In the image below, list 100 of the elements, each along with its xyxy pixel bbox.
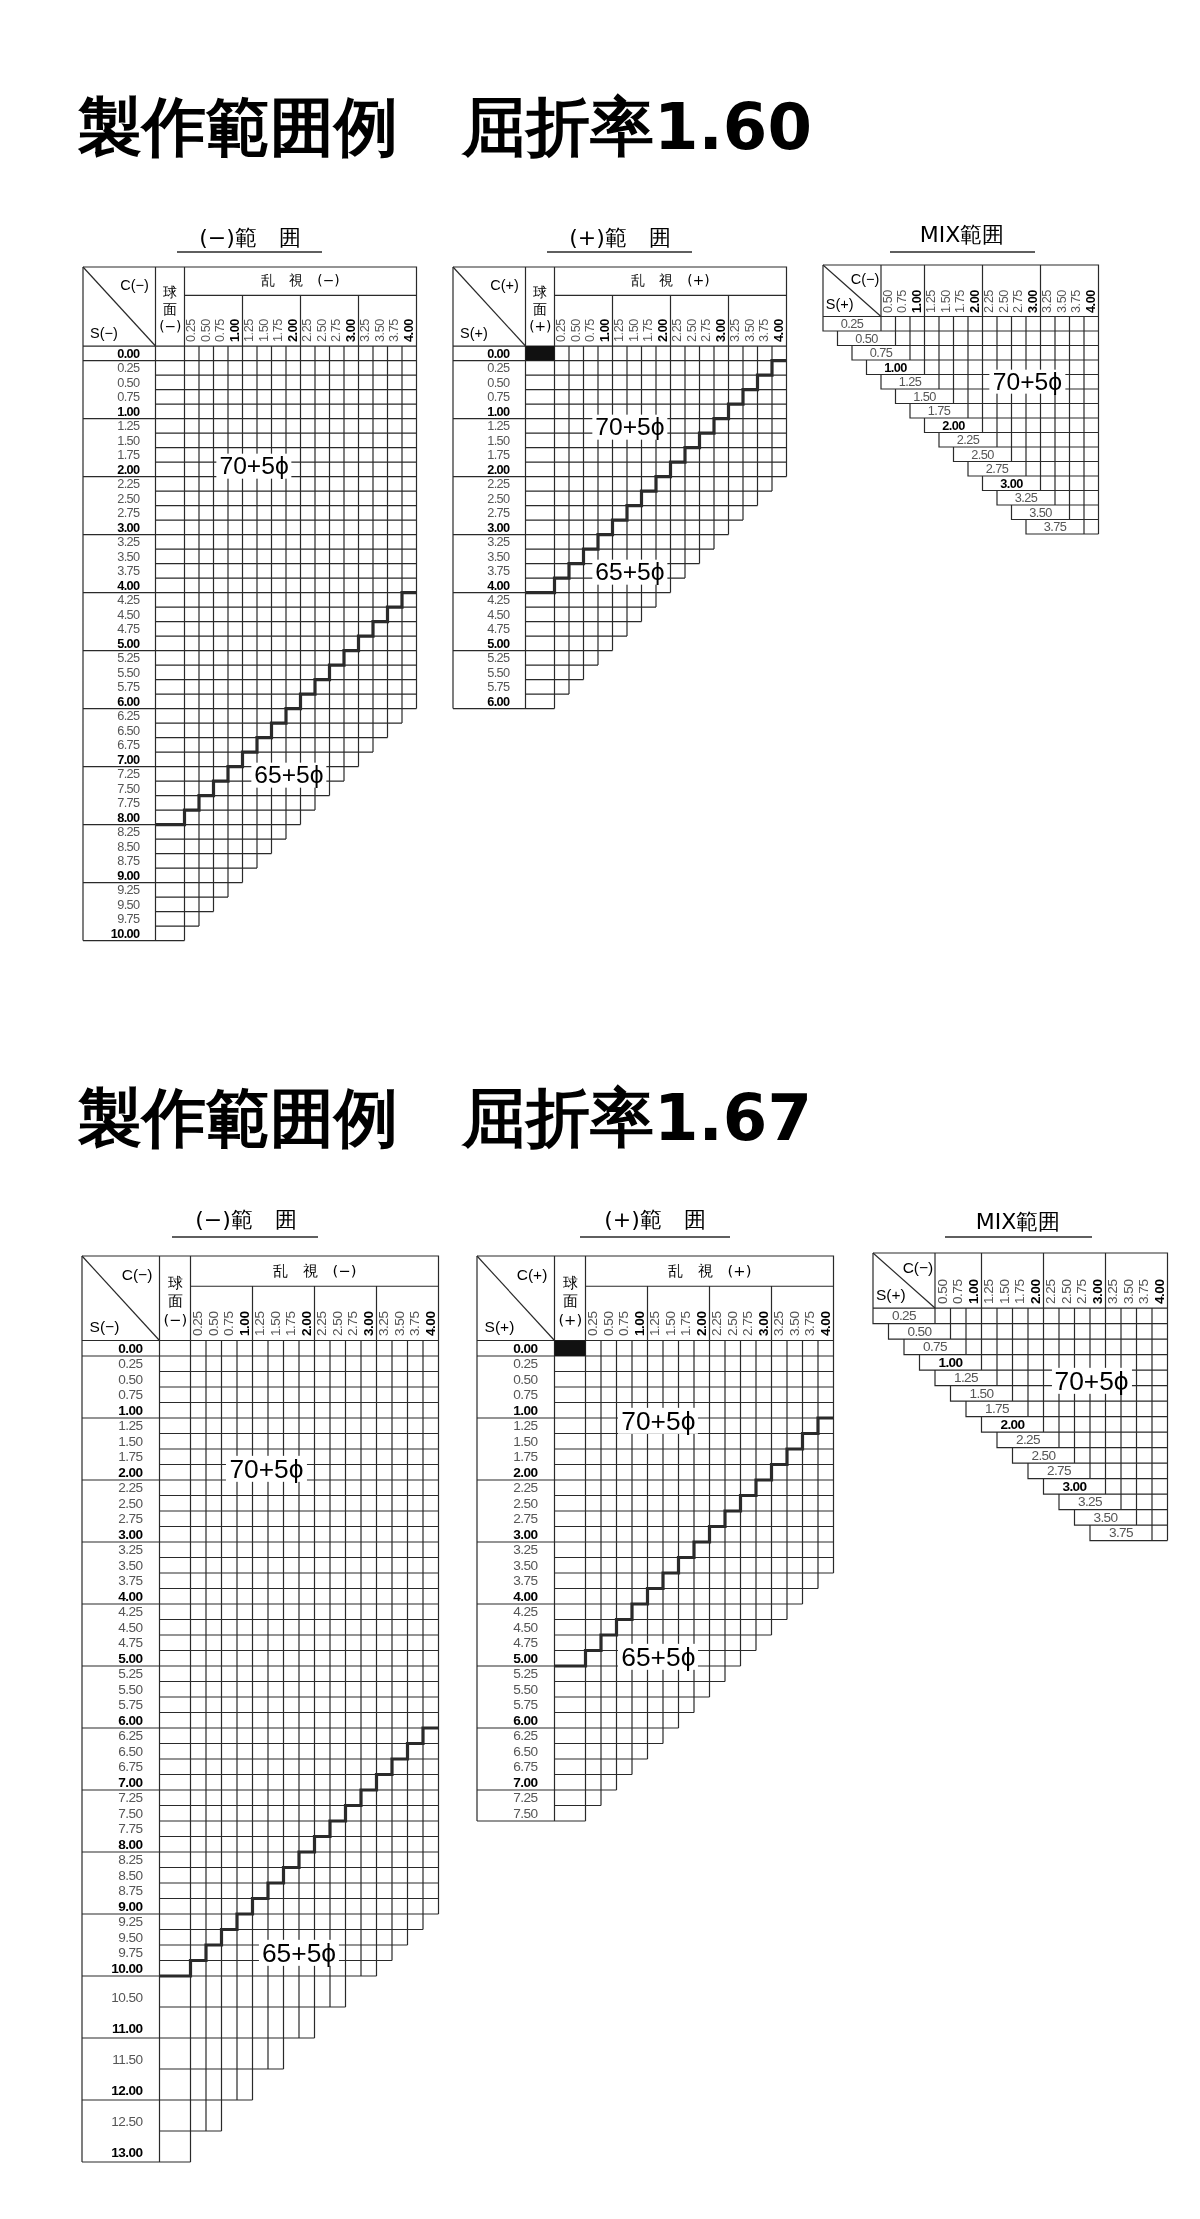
- column-value: 1.50: [939, 290, 953, 313]
- column-value: 0.25: [191, 1311, 206, 1336]
- column-value: 2.00: [656, 318, 670, 342]
- row-value: 0.75: [869, 346, 893, 360]
- column-value: 3.50: [392, 1311, 407, 1336]
- row-value: 2.25: [487, 477, 510, 491]
- column-value: 3.25: [1041, 290, 1055, 313]
- row-value: 1.75: [513, 1450, 538, 1465]
- row-value: 6.50: [118, 1744, 143, 1759]
- row-value: 9.75: [117, 912, 140, 926]
- row-value: 1.00: [487, 405, 510, 419]
- column-value: 1.50: [257, 318, 271, 342]
- row-value: 3.75: [1108, 1526, 1134, 1541]
- row-value: 6.75: [118, 1760, 143, 1775]
- row-value: 2.50: [117, 492, 140, 506]
- column-header: 球面(−): [159, 283, 181, 336]
- row-value: 7.25: [118, 1791, 143, 1806]
- zone-label: 70+5ϕ: [989, 369, 1066, 395]
- column-value: 2.75: [330, 318, 344, 342]
- row-value: 1.00: [117, 405, 140, 419]
- table-heading: (+)範 囲: [604, 1209, 706, 1231]
- row-value: 4.00: [487, 579, 510, 593]
- row-value: 8.00: [118, 1837, 143, 1852]
- column-value: 2.25: [301, 318, 315, 342]
- row-value: 6.25: [117, 709, 140, 723]
- column-value: 0.25: [586, 1311, 601, 1336]
- row-value: 1.50: [487, 434, 510, 448]
- column-value: 0.75: [214, 318, 228, 342]
- column-value: 1.00: [632, 1311, 647, 1336]
- row-value: 1.75: [118, 1450, 143, 1465]
- row-value: 2.75: [513, 1512, 538, 1527]
- corner-label: S(+): [484, 1318, 515, 1335]
- section-title: 製作範囲例 屈折率1.67: [78, 1086, 812, 1150]
- row-value: 9.25: [118, 1915, 143, 1930]
- row-value: 1.25: [117, 419, 140, 433]
- column-value: 2.25: [315, 1311, 330, 1336]
- row-value: 4.75: [513, 1636, 538, 1651]
- column-value: 3.75: [803, 1311, 818, 1336]
- column-value: 3.00: [714, 318, 728, 342]
- column-value: 3.75: [758, 318, 772, 342]
- row-value: 5.00: [117, 637, 140, 651]
- column-value: 3.50: [1121, 1279, 1136, 1305]
- row-value: 5.00: [513, 1651, 538, 1666]
- row-value: 3.50: [117, 550, 140, 564]
- row-value: 4.25: [117, 593, 140, 607]
- row-value: 1.25: [118, 1419, 143, 1434]
- column-value: 3.25: [359, 318, 373, 342]
- column-value: 1.00: [228, 318, 242, 342]
- column-value: 2.50: [685, 318, 699, 342]
- row-value: 2.25: [513, 1481, 538, 1496]
- column-header: 乱 視 (+): [667, 1263, 752, 1279]
- row-value: 5.25: [117, 651, 140, 665]
- column-value: 2.25: [983, 290, 997, 313]
- row-value: 3.00: [117, 521, 140, 535]
- row-value: 3.25: [1077, 1495, 1103, 1510]
- column-value: 3.25: [377, 1311, 392, 1336]
- column-value: 0.25: [185, 318, 199, 342]
- column-value: 1.25: [982, 1279, 997, 1305]
- row-value: 4.00: [513, 1589, 538, 1604]
- column-value: 1.50: [268, 1311, 283, 1336]
- row-value: 1.25: [513, 1419, 538, 1434]
- zone-label: 70+5ϕ: [1051, 1367, 1132, 1395]
- row-value: 0.25: [513, 1357, 538, 1372]
- row-value: 2.25: [1015, 1433, 1041, 1448]
- table-heading: MIX範囲: [975, 1211, 1061, 1233]
- column-value: 4.00: [772, 318, 786, 342]
- row-value: 0.00: [513, 1341, 538, 1356]
- row-value: 5.25: [487, 651, 510, 665]
- column-value: 1.25: [648, 1311, 663, 1336]
- row-value: 0.00: [487, 347, 510, 361]
- row-value: 9.00: [117, 869, 140, 883]
- column-value: 2.25: [671, 318, 685, 342]
- row-value: 1.00: [938, 1355, 963, 1370]
- column-value: 0.75: [617, 1311, 632, 1336]
- column-value: 0.50: [935, 1279, 950, 1305]
- row-value: 5.75: [513, 1698, 538, 1713]
- row-value: 0.25: [840, 317, 864, 331]
- row-value: 9.75: [118, 1946, 143, 1961]
- row-value: 8.25: [117, 825, 140, 839]
- row-value: 8.75: [118, 1884, 143, 1899]
- row-value: 7.75: [117, 796, 140, 810]
- row-value: 0.50: [513, 1372, 538, 1387]
- row-value: 4.25: [513, 1605, 538, 1620]
- column-value: 3.00: [1026, 290, 1040, 313]
- column-value: 3.75: [1070, 290, 1084, 313]
- row-value: 9.25: [117, 883, 140, 897]
- column-value: 3.25: [729, 318, 743, 342]
- table-heading: MIX範囲: [919, 224, 1005, 246]
- corner-label: C(−): [120, 277, 149, 293]
- row-value: 6.00: [513, 1713, 538, 1728]
- row-value: 3.75: [487, 564, 510, 578]
- column-value: 2.00: [299, 1311, 314, 1336]
- row-value: 5.00: [487, 637, 510, 651]
- row-value: 5.75: [487, 680, 510, 694]
- column-value: 3.00: [344, 318, 358, 342]
- column-header: 乱 視 (−): [272, 1263, 357, 1279]
- column-value: 3.75: [388, 318, 402, 342]
- row-value: 0.50: [907, 1324, 932, 1339]
- row-value: 2.00: [1000, 1417, 1025, 1432]
- row-value: 7.50: [117, 782, 140, 796]
